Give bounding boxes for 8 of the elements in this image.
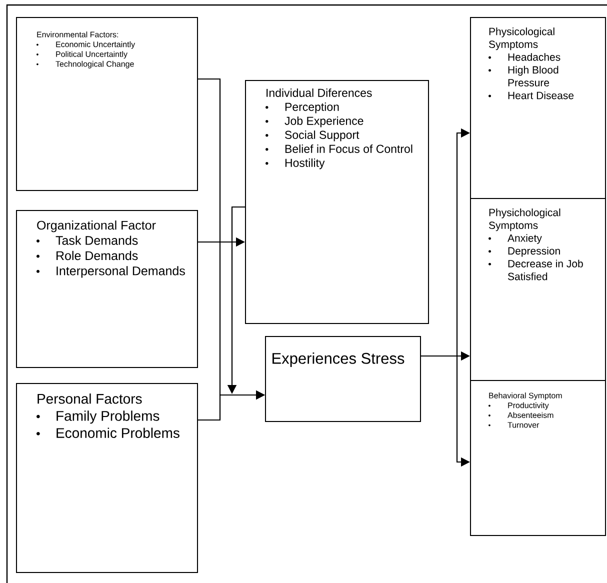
text-box: Environmental Factors: Economic Uncertaintly Political Uncertaintly Technological Change: [16, 17, 198, 191]
text-box: Physicological Symptoms Headaches High Blood Pressure Heart Disease: [470, 17, 606, 199]
text-box: Experiences Stress: [265, 336, 421, 422]
text-box: Personal Factors Family Problems Economic Problems: [16, 383, 198, 573]
text-box: Physichological Symptoms Anxiety Depression Decrease in Job Satisfied: [470, 198, 606, 381]
text-box: Behavioral Symptom Productivity Absenteeism Turnover: [470, 380, 606, 536]
text-box: Individual Diferences Perception Job Experience Social Support Belief in Focus of Control Hostility: [245, 80, 429, 324]
text-box: Organizational Factor Task Demands Role Demands Interpersonal Demands: [16, 210, 198, 368]
